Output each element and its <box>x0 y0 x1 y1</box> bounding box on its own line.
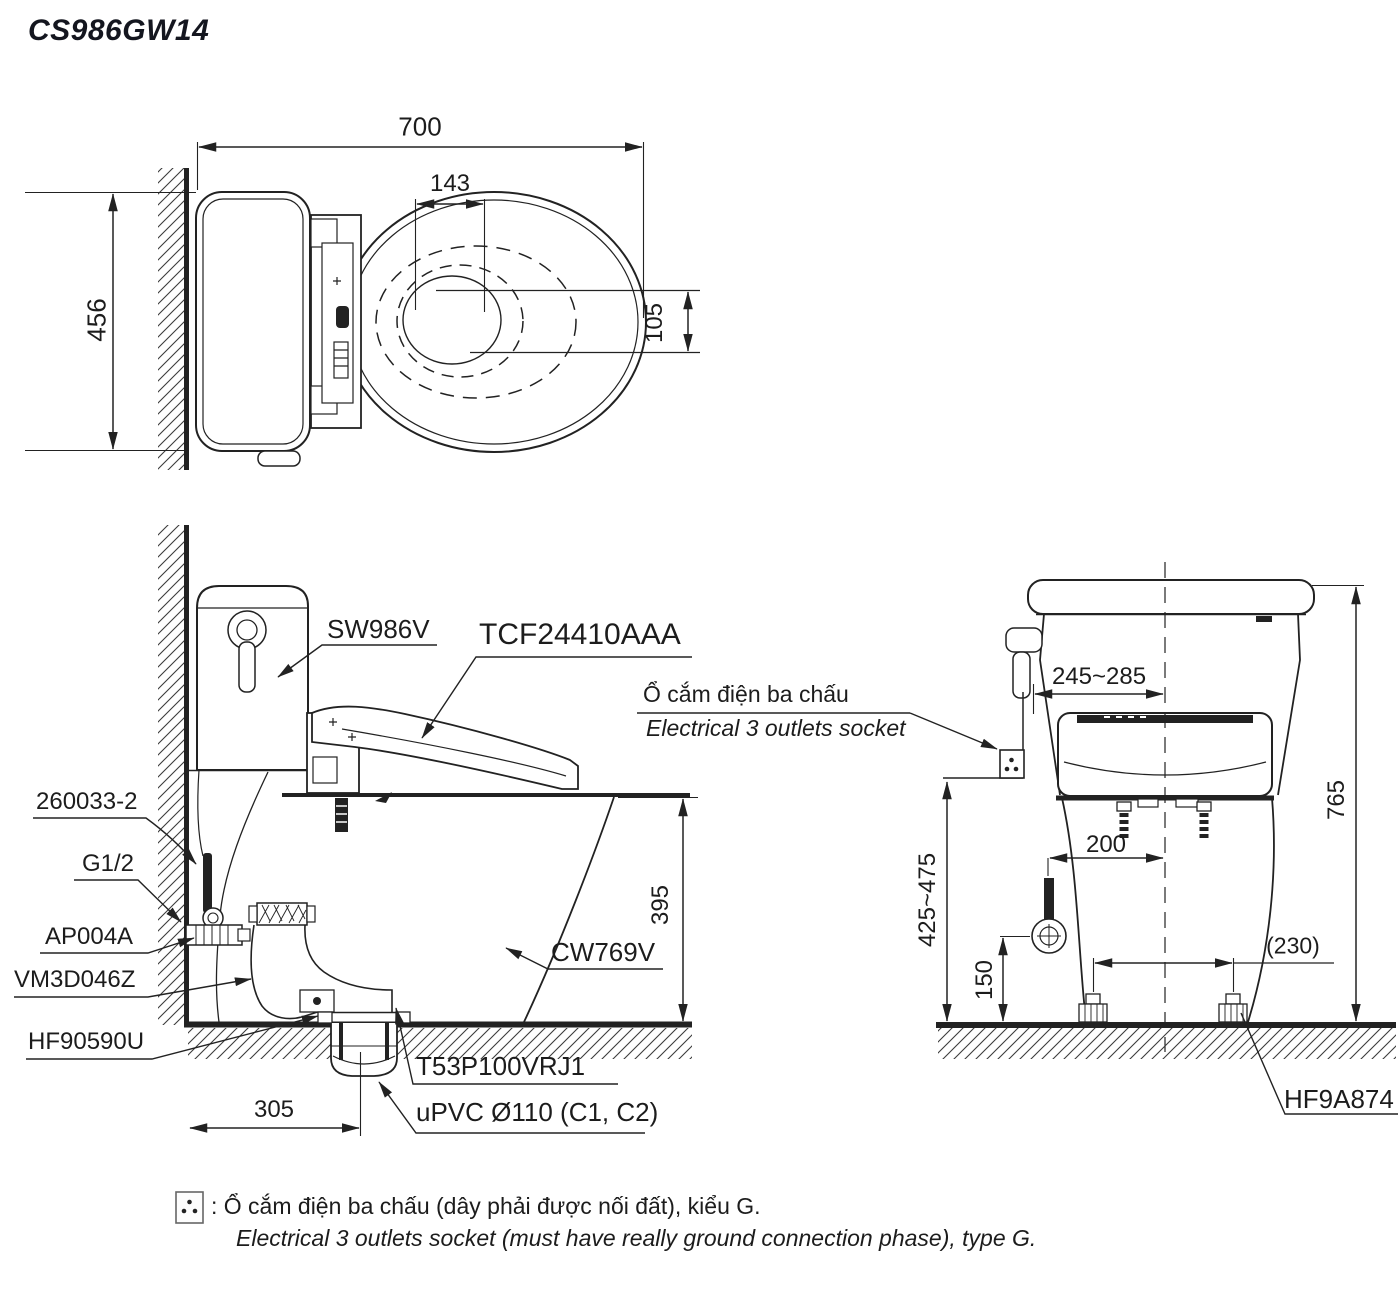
part-label-hf9a874: HF9A874 <box>1284 1084 1394 1114</box>
part-label-cw769v: CW769V <box>551 937 656 967</box>
dim-700: 700 <box>398 111 442 142</box>
dim-425-475: 425~475 <box>913 852 941 948</box>
part-label-tcf24410aaa: TCF24410AAA <box>479 618 681 651</box>
part-label-t53p100vrj1: T53P100VRJ1 <box>416 1051 586 1081</box>
part-label-upvc-pipe: uPVC Ø110 (C1, C2) <box>416 1097 659 1127</box>
socket-note-vi: Ổ cắm điện ba chấu <box>643 681 849 707</box>
legend-line-en: Electrical 3 outlets socket (must have r… <box>236 1225 1037 1251</box>
dim-456: 456 <box>81 298 112 342</box>
electrical-socket-icon <box>175 1191 204 1224</box>
part-label-vm3d046z: VM3D046Z <box>14 966 136 993</box>
dim-143: 143 <box>429 169 471 197</box>
dim-395: 395 <box>646 884 674 926</box>
socket-note-en: Electrical 3 outlets socket <box>646 715 906 741</box>
part-label-260033-2: 260033-2 <box>36 788 138 815</box>
part-label-hf90590u: HF90590U <box>28 1028 145 1055</box>
dim-150: 150 <box>970 959 998 1001</box>
front-view <box>637 562 1398 1115</box>
part-label-ap004a: AP004A <box>45 923 134 950</box>
dim-305: 305 <box>253 1095 295 1123</box>
dim-200: 200 <box>1085 830 1127 858</box>
part-label-g12: G1/2 <box>82 850 135 877</box>
dim-245-285: 245~285 <box>1051 662 1147 690</box>
top-view <box>25 142 700 470</box>
dim-105: 105 <box>640 302 668 344</box>
dim-230: (230) <box>1266 932 1320 959</box>
legend-line-vi: : Ổ cắm điện ba chấu (dây phải được nối … <box>211 1193 761 1219</box>
model-title: CS986GW14 <box>28 14 210 47</box>
part-label-sw986v: SW986V <box>327 614 430 644</box>
dim-765: 765 <box>1322 779 1350 821</box>
side-view <box>14 525 698 1136</box>
